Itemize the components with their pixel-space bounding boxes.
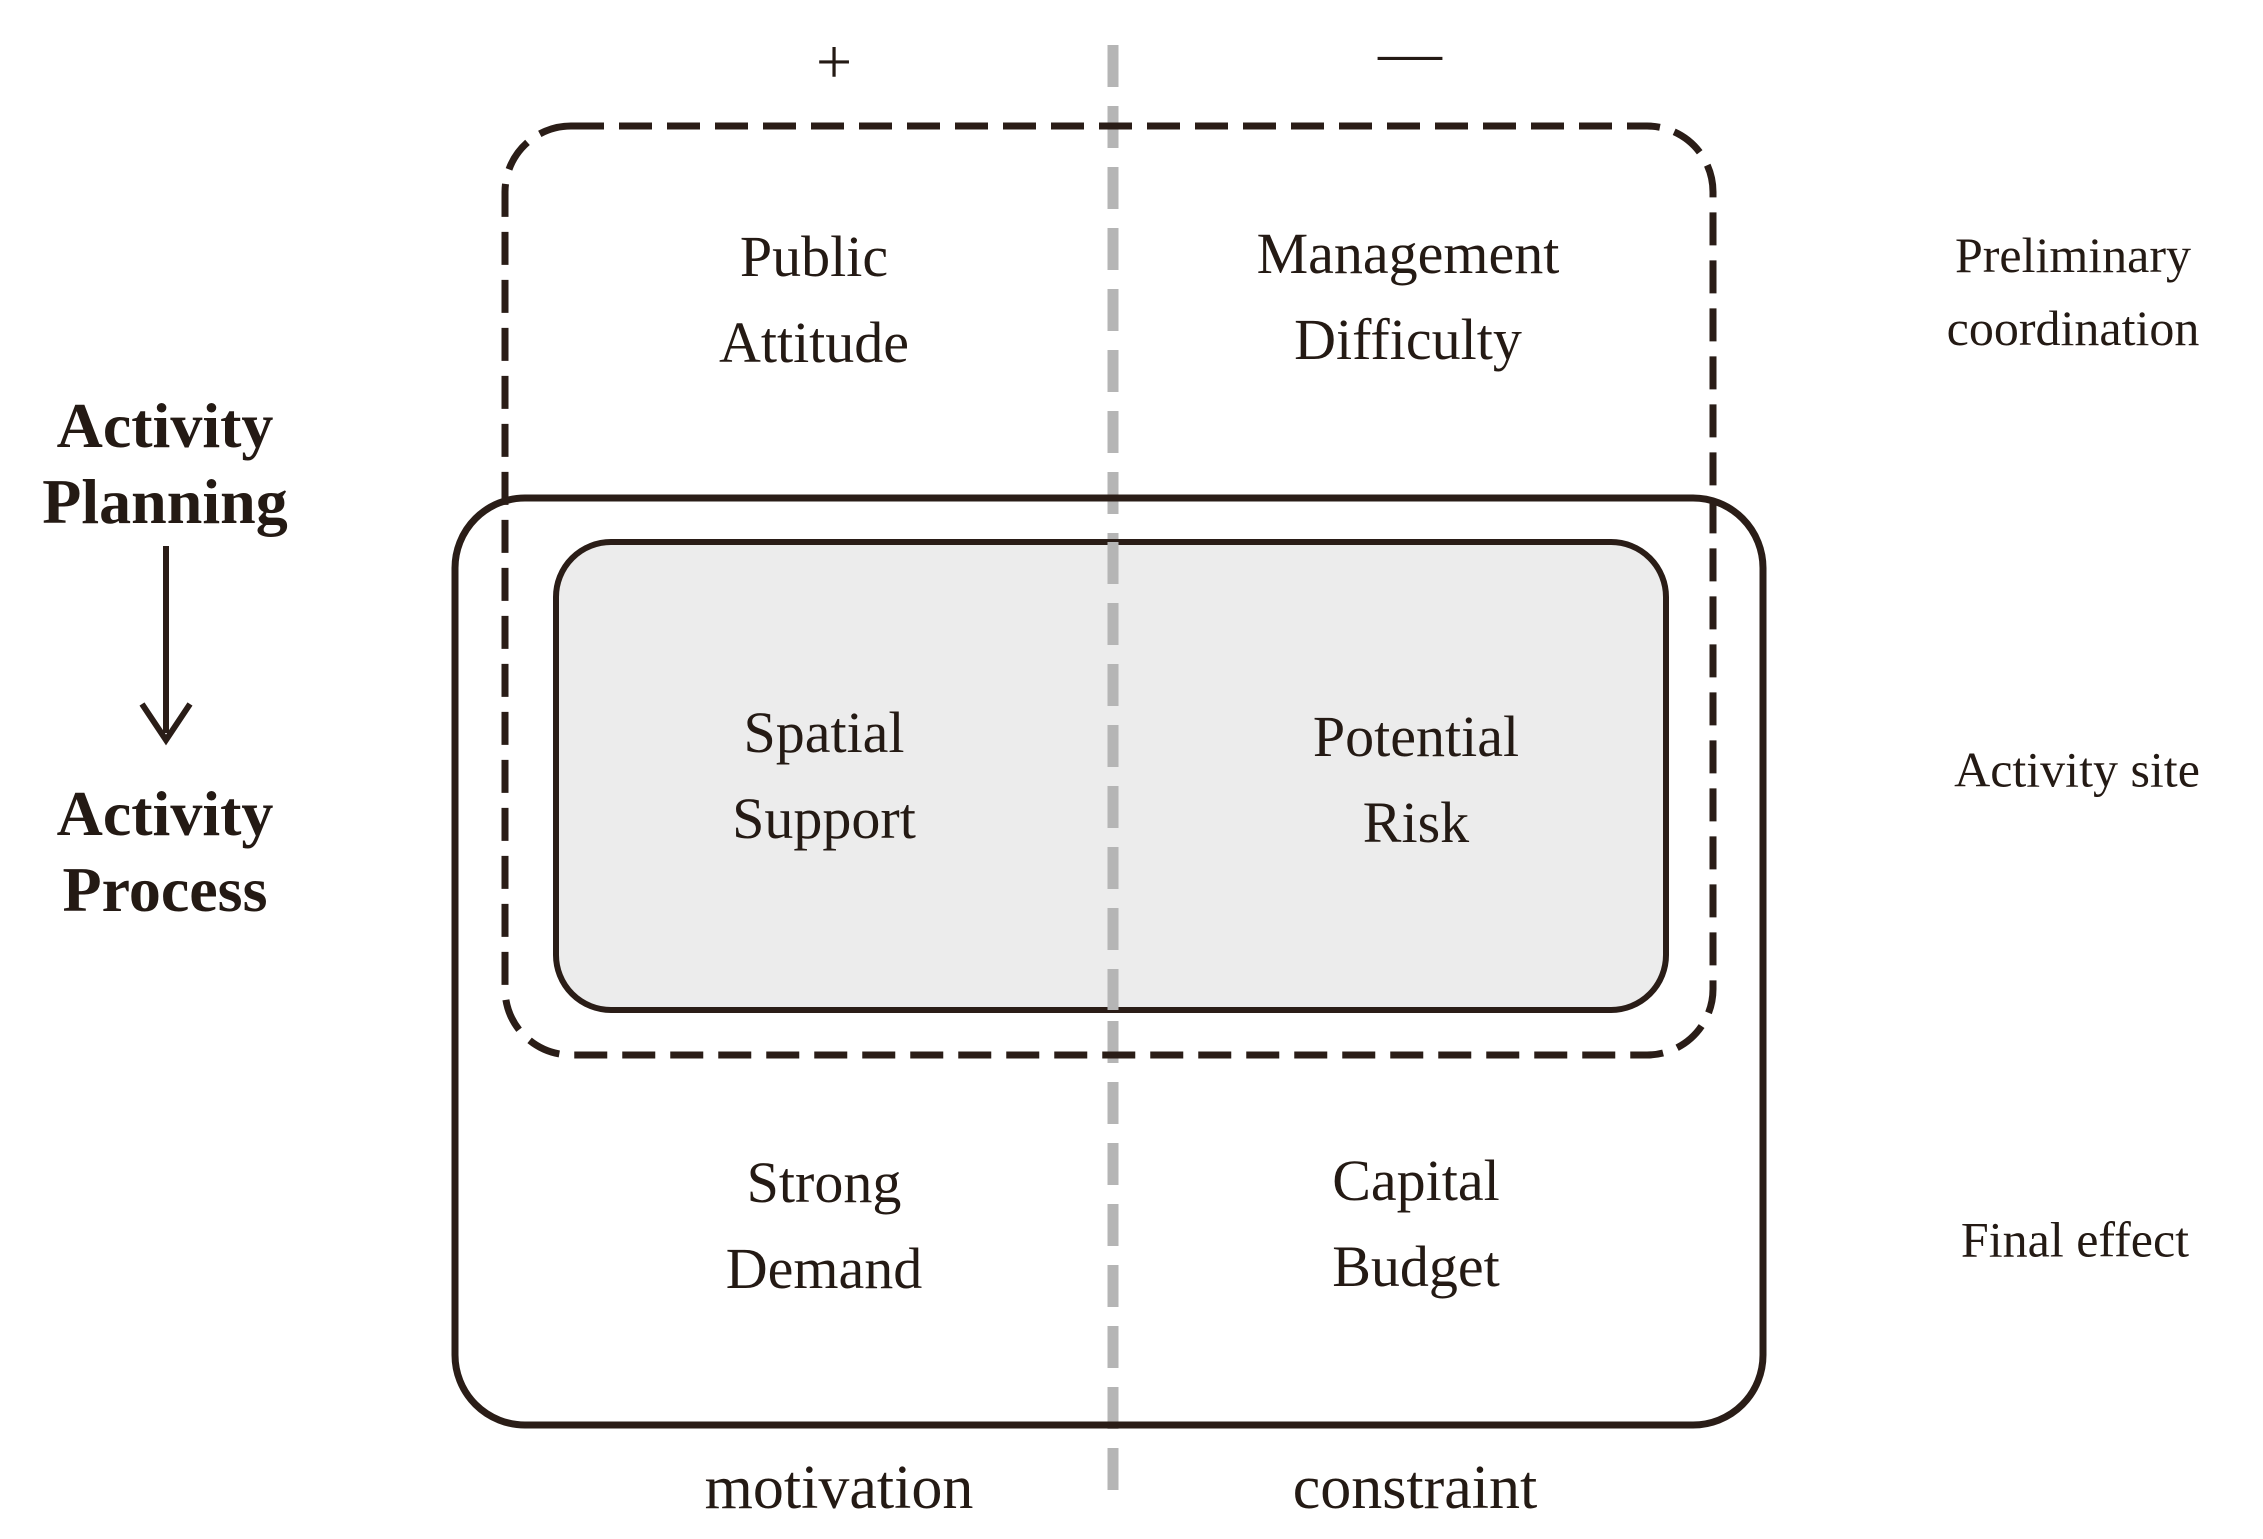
label-line: Attitude (718, 310, 910, 375)
label-management-difficulty: Management Difficulty (1257, 211, 1560, 383)
label-line: Management (1256, 221, 1560, 286)
label-line: Process (62, 854, 268, 925)
label-line: Strong (746, 1150, 902, 1215)
label-strong-demand: Strong Demand (726, 1140, 923, 1312)
plus-sign: + (815, 26, 853, 97)
down-arrow-head-icon (139, 702, 193, 746)
minus-sign: — (1378, 16, 1442, 87)
label-line: Spatial (743, 700, 905, 765)
label-line: Activity (56, 390, 274, 461)
label-line: Potential (1312, 704, 1520, 769)
label-line: Public (739, 224, 889, 289)
label-line: Planning (42, 466, 288, 537)
label-line: Demand (725, 1236, 923, 1301)
label-activity-site: Activity site (1954, 741, 2200, 798)
final-effect-solid-box (451, 494, 1767, 1429)
label-motivation: motivation (704, 1454, 974, 1522)
label-line: Difficulty (1294, 307, 1522, 372)
label-activity-planning: Activity Planning (42, 388, 287, 540)
label-line: Support (732, 786, 916, 851)
label-capital-budget: Capital Budget (1332, 1138, 1500, 1310)
label-line: Budget (1332, 1234, 1500, 1299)
label-activity-process: Activity Process (57, 776, 274, 928)
label-spatial-support: Spatial Support (732, 690, 916, 862)
label-constraint: constraint (1292, 1454, 1538, 1522)
label-preliminary-coordination: Preliminary coordination (1947, 219, 2200, 365)
label-public-attitude: Public Attitude (719, 214, 909, 386)
label-line: Preliminary (1954, 227, 2192, 283)
label-final-effect: Final effect (1960, 1211, 2190, 1268)
label-line: Risk (1362, 790, 1470, 855)
label-potential-risk: Potential Risk (1313, 694, 1519, 866)
preliminary-coordination-dashed-box (501, 122, 1717, 1059)
label-line: coordination (1946, 300, 2200, 356)
label-line: Activity (56, 778, 274, 849)
label-line: Capital (1332, 1148, 1500, 1213)
